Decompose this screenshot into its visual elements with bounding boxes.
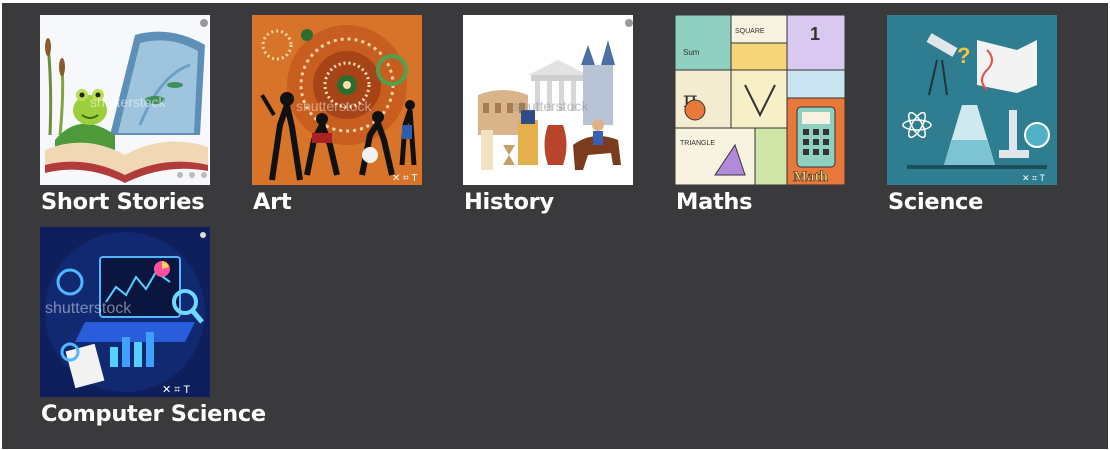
- svg-text:✕ ⌗ T: ✕ ⌗ T: [1022, 173, 1045, 183]
- category-label[interactable]: Art: [253, 189, 292, 215]
- category-panel: shutterstock Short Stories: [2, 3, 1108, 449]
- open-book-frog-icon: shutterstock: [40, 15, 210, 185]
- category-label[interactable]: History: [464, 189, 554, 215]
- svg-text:1: 1: [810, 24, 820, 44]
- maths-image[interactable]: Math π 1 SQUARE TRIANGLE Sum: [675, 15, 845, 185]
- laptop-analytics-icon: shutterstock ✕ ⌗ T: [40, 227, 210, 397]
- category-label[interactable]: Maths: [676, 189, 753, 215]
- history-landmarks-icon: shutterstock: [463, 15, 633, 185]
- math-collage-icon: Math π 1 SQUARE TRIANGLE Sum: [675, 15, 845, 185]
- svg-text:shutterstock: shutterstock: [45, 300, 132, 317]
- category-tile-art[interactable]: shutterstock ✕ ⌗ T Art: [252, 15, 452, 220]
- svg-text:SQUARE: SQUARE: [735, 28, 765, 35]
- category-label[interactable]: Short Stories: [41, 189, 205, 215]
- computer-science-image[interactable]: shutterstock ✕ ⌗ T: [40, 227, 210, 397]
- category-label[interactable]: Science: [888, 189, 984, 215]
- svg-text:✕ ⌗ T: ✕ ⌗ T: [392, 173, 418, 184]
- svg-text:Math: Math: [793, 169, 829, 185]
- tribal-art-icon: shutterstock ✕ ⌗ T: [252, 15, 422, 185]
- category-tile-short-stories[interactable]: shutterstock Short Stories: [40, 15, 240, 220]
- science-image[interactable]: ?: [887, 15, 1057, 185]
- category-tile-maths[interactable]: Math π 1 SQUARE TRIANGLE Sum Maths: [675, 15, 875, 220]
- svg-text:shutterstock: shutterstock: [513, 98, 589, 114]
- science-lab-icon: ?: [887, 15, 1057, 185]
- category-tile-history[interactable]: shutterstock History: [463, 15, 663, 220]
- short-stories-image[interactable]: shutterstock: [40, 15, 210, 185]
- art-image[interactable]: shutterstock ✕ ⌗ T: [252, 15, 422, 185]
- svg-text:TRIANGLE: TRIANGLE: [680, 140, 715, 147]
- category-tile-science[interactable]: ?: [887, 15, 1087, 220]
- svg-text:Sum: Sum: [683, 48, 700, 57]
- svg-text:✕ ⌗ T: ✕ ⌗ T: [162, 384, 190, 396]
- category-label[interactable]: Computer Science: [41, 401, 266, 427]
- svg-text:shutterstock: shutterstock: [90, 94, 166, 110]
- svg-text:?: ?: [957, 43, 970, 68]
- svg-text:shutterstock: shutterstock: [296, 98, 372, 114]
- history-image[interactable]: shutterstock: [463, 15, 633, 185]
- category-tile-computer-science[interactable]: shutterstock ✕ ⌗ T Computer Science: [40, 227, 300, 432]
